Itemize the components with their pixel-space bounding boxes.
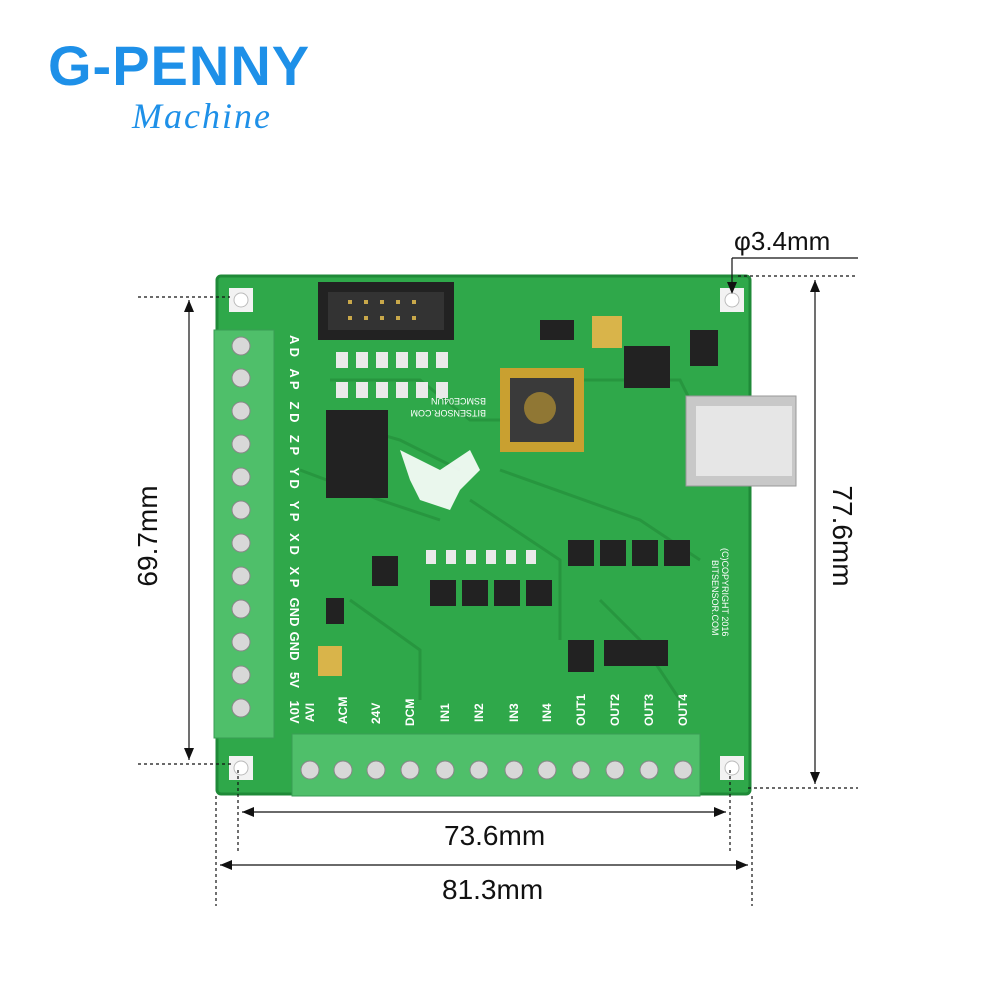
hole-diameter-label: φ3.4mm (734, 226, 831, 256)
pin-label: A D (287, 335, 302, 357)
arrowheads (184, 280, 820, 870)
bottom-terminal-block (291, 733, 701, 797)
outer-height-label: 77.6mm (827, 485, 858, 587)
pin-label: Y D (287, 467, 302, 488)
ic-chip (326, 410, 388, 498)
pin-label: IN4 (540, 703, 554, 722)
silk-copyright: (C)COPYRIGHT 2016 (720, 548, 730, 636)
pin-label: IN1 (438, 703, 452, 722)
resistors (336, 352, 536, 564)
inner-height-label: 69.7mm (132, 485, 163, 587)
pin-label: 24V (369, 703, 383, 724)
pin-label: IN3 (507, 703, 521, 722)
pin-label: 10V (287, 700, 302, 723)
pin-label: Z P (287, 435, 302, 456)
pin-label: A P (287, 368, 302, 390)
smd-components (326, 320, 690, 672)
silkscreen-text: BSMCE04UN BITSENSOR.COM BITSENSOR.COM (C… (410, 396, 730, 636)
pin-label: AVI (303, 703, 317, 722)
left-pin-labels: A D A P Z D Z P Y D Y P X D X P GND GND … (287, 335, 302, 724)
regulator (624, 346, 670, 388)
outer-width-label: 81.3mm (442, 874, 544, 905)
brand-subtitle: Machine (132, 96, 272, 136)
bird-logo (400, 450, 480, 510)
pin-label: OUT2 (608, 694, 622, 726)
pin-label: X P (287, 567, 302, 588)
silk-model: BSMCE04UN (431, 396, 486, 406)
pin-label: 5V (287, 672, 302, 688)
pin-label: IN2 (472, 703, 486, 722)
left-screws (231, 336, 251, 718)
silk-site-2: BITSENSOR.COM (710, 560, 720, 636)
pin-label: X D (287, 533, 302, 555)
brand-logo: G-PENNY (48, 34, 311, 97)
bottom-screws (300, 760, 693, 780)
pin-label: ACM (336, 697, 350, 724)
dimension-lines (138, 257, 858, 906)
pin-label: Y P (287, 501, 302, 522)
mounting-holes (229, 288, 744, 780)
silk-site: BITSENSOR.COM (410, 408, 486, 418)
pin-label: DCM (403, 699, 417, 726)
pin-label: OUT3 (642, 694, 656, 726)
pin-label: GND (287, 632, 302, 661)
pin-label: GND (287, 598, 302, 627)
inner-width-label: 73.6mm (444, 820, 546, 851)
pin-label: Z D (287, 402, 302, 423)
bottom-pin-labels: AVI ACM 24V DCM IN1 IN2 IN3 IN4 OUT1 OUT… (303, 694, 690, 726)
pin-label: OUT4 (676, 694, 690, 726)
pin-label: OUT1 (574, 694, 588, 726)
